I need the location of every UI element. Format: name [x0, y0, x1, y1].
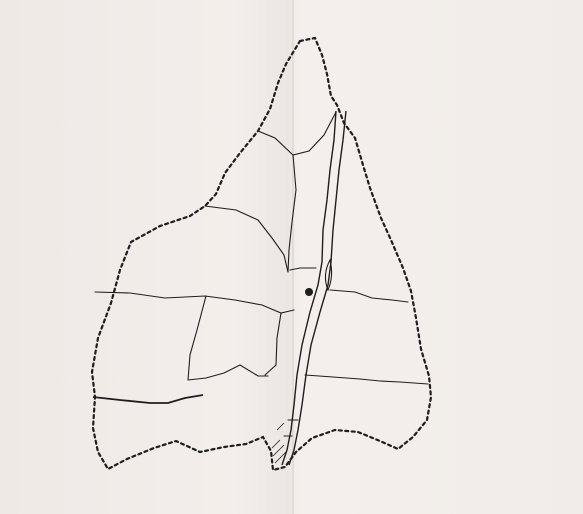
parcel-line-center-south — [187, 364, 269, 381]
parcel-line-east-south — [304, 374, 429, 385]
hatched-strip — [271, 422, 288, 464]
road-southwest — [92, 394, 204, 404]
parcel-line-upper-west — [204, 205, 289, 273]
parcel-line-mid — [94, 291, 295, 314]
parcel-line-top — [257, 111, 337, 156]
settlement-dot — [305, 288, 313, 296]
river-bend-loop — [324, 258, 333, 292]
river-right-bank — [288, 110, 347, 466]
territory-boundary — [90, 36, 433, 472]
parcel-line-east-mid — [329, 289, 409, 303]
parcel-line-center-east — [264, 312, 282, 376]
parcel-line-center-split — [187, 295, 207, 381]
parcel-line-upper-split — [287, 154, 297, 273]
river-left-bank — [281, 110, 337, 466]
parcel-line-strip — [289, 267, 317, 271]
parcel-line-southeast-corner — [283, 419, 299, 437]
paper-fold-line — [292, 0, 294, 514]
